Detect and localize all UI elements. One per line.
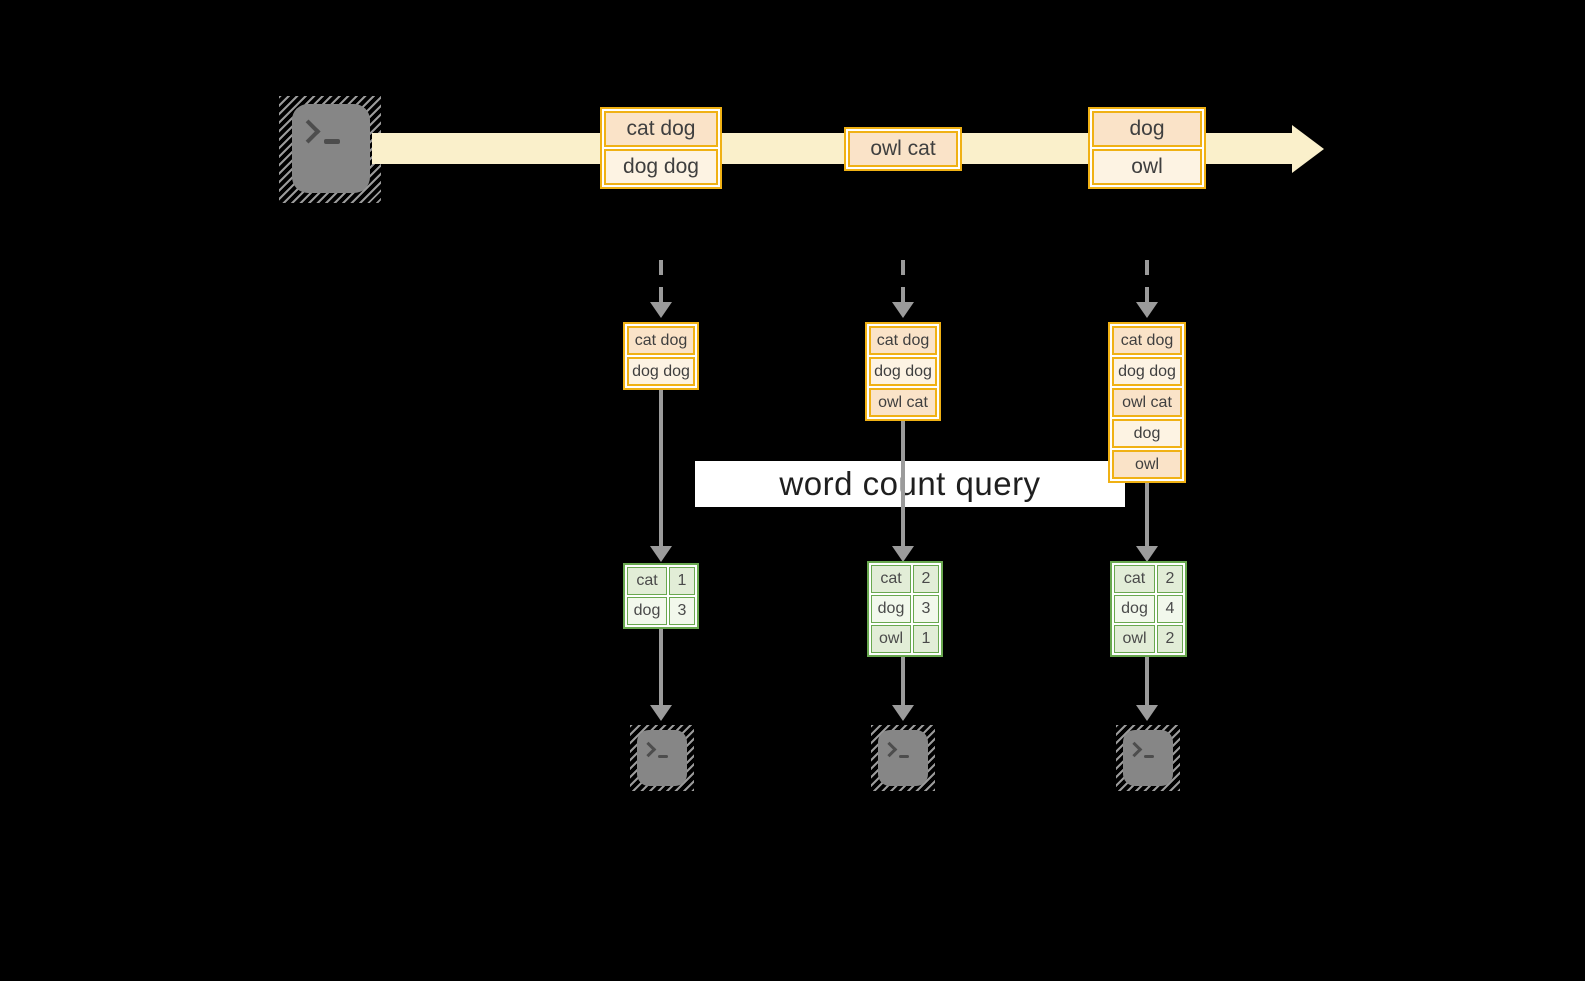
word-cell: dog [627, 597, 667, 625]
terminal-screen [292, 104, 370, 193]
stream-event-batch-2: owl cat [844, 127, 962, 171]
word-cell: cat [1114, 565, 1155, 593]
query-label-band: word count query [695, 461, 1125, 507]
query-arrow-line [659, 390, 663, 546]
event-row: dog dog [627, 357, 695, 386]
count-cell: 2 [1157, 625, 1183, 653]
dashed-arrow-head-icon [650, 302, 672, 318]
event-row: cat dog [869, 326, 937, 355]
prompt-chevron-icon [640, 741, 657, 758]
query-arrow-line [1145, 483, 1149, 546]
prompt-chevron-icon [296, 119, 321, 144]
word-cell: owl [871, 625, 911, 653]
query-arrow-head-icon [1136, 546, 1158, 562]
event-row: owl [1112, 450, 1182, 479]
count-cell: 1 [913, 625, 939, 653]
event-row: owl cat [869, 388, 937, 417]
prompt-cursor-icon [899, 755, 909, 758]
source-terminal-icon [279, 96, 381, 203]
output-arrow-head-icon [1136, 705, 1158, 721]
event-row: cat dog [627, 326, 695, 355]
prompt-chevron-icon [1126, 741, 1143, 758]
dashed-arrow-line [659, 260, 663, 302]
count-cell: 2 [913, 565, 939, 593]
query-label: word count query [779, 465, 1041, 502]
query-arrow-head-icon [650, 546, 672, 562]
event-row: owl [1092, 149, 1202, 185]
output-arrow-head-icon [650, 705, 672, 721]
event-row: cat dog [604, 111, 718, 147]
event-row: owl cat [848, 131, 958, 167]
sink-terminal-icon [1116, 725, 1180, 791]
terminal-screen [637, 730, 687, 786]
count-cell: 3 [669, 597, 695, 625]
event-row: dog dog [604, 149, 718, 185]
prompt-cursor-icon [658, 755, 668, 758]
output-arrow-line [901, 657, 905, 705]
word-cell: owl [1114, 625, 1155, 653]
output-arrow-line [659, 629, 663, 705]
prompt-chevron-icon [881, 741, 898, 758]
prompt-cursor-icon [1144, 755, 1154, 758]
sink-terminal-icon [871, 725, 935, 791]
prompt-cursor-icon [324, 139, 340, 144]
word-cell: cat [871, 565, 911, 593]
event-stream-arrowhead-icon [1292, 125, 1324, 173]
dashed-arrow-line [1145, 260, 1149, 302]
dashed-arrow-head-icon [892, 302, 914, 318]
sink-terminal-icon [630, 725, 694, 791]
event-row: cat dog [1112, 326, 1182, 355]
word-cell: cat [627, 567, 667, 595]
event-row: dog dog [1112, 357, 1182, 386]
output-arrow-line [1145, 657, 1149, 705]
event-row: dog dog [869, 357, 937, 386]
query-arrow-line [901, 421, 905, 546]
query-arrow-head-icon [892, 546, 914, 562]
event-row: owl cat [1112, 388, 1182, 417]
terminal-screen [1123, 730, 1173, 786]
word-cell: dog [871, 595, 911, 623]
dashed-arrow-line [901, 260, 905, 302]
event-row: dog [1092, 111, 1202, 147]
count-cell: 1 [669, 567, 695, 595]
word-cell: dog [1114, 595, 1155, 623]
dashed-arrow-head-icon [1136, 302, 1158, 318]
count-cell: 4 [1157, 595, 1183, 623]
output-arrow-head-icon [892, 705, 914, 721]
count-cell: 3 [913, 595, 939, 623]
terminal-screen [878, 730, 928, 786]
count-cell: 2 [1157, 565, 1183, 593]
event-row: dog [1112, 419, 1182, 448]
